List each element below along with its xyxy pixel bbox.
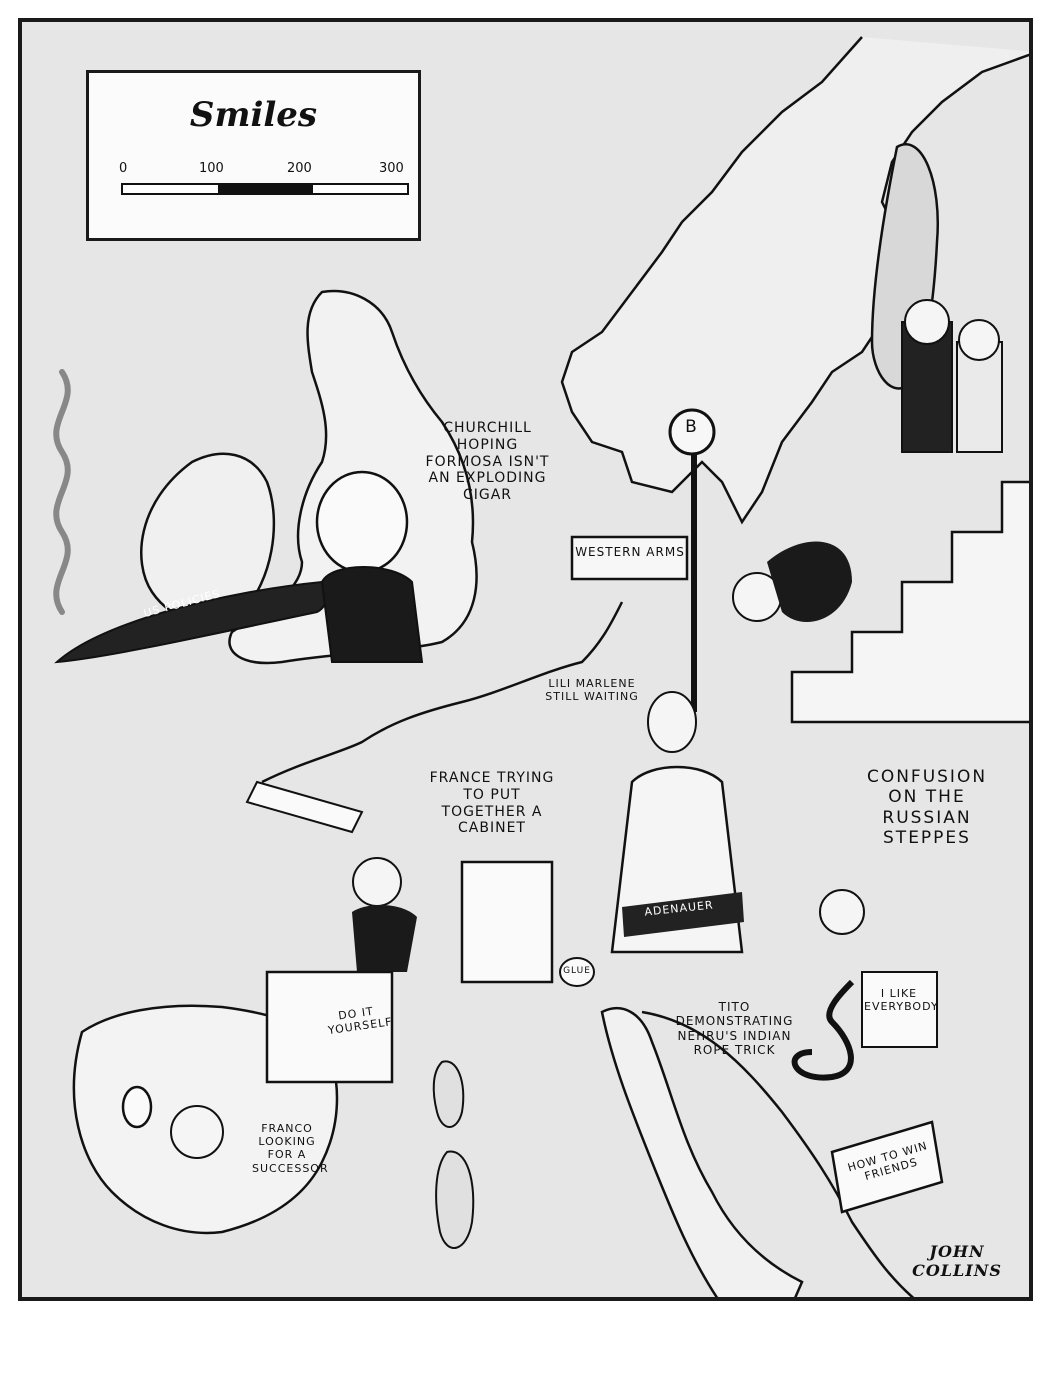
win-friends-book — [830, 1120, 944, 1214]
scale-tick-300: 300 — [379, 161, 404, 176]
scale-title: Smiles — [189, 95, 318, 135]
western-arms-label: Western Arms — [575, 545, 685, 559]
continent-coast — [261, 601, 624, 784]
scale-bar — [121, 183, 409, 195]
caption-franco: Franco looking for a successor — [252, 1122, 329, 1175]
rope-coil — [791, 979, 855, 1081]
churchill-body — [320, 566, 424, 663]
western-arms-sign — [570, 535, 689, 581]
marianne-body — [352, 905, 417, 972]
do-it-yourself-book — [265, 970, 394, 1084]
falling-man-body — [767, 541, 852, 622]
i-like-everybody-label: I like everybody — [864, 987, 939, 1014]
saw-icon — [245, 780, 364, 834]
i-like-sign — [861, 971, 938, 1048]
adenauer-sash — [622, 892, 744, 937]
scale-tick-100: 100 — [199, 161, 224, 176]
franco-head — [170, 1105, 224, 1159]
lili-head — [647, 691, 697, 753]
sardinia-outline — [435, 1150, 475, 1249]
caption-russian-steppes: Confusion on the Russian steppes — [866, 767, 988, 849]
soviet-leader-2-head — [958, 319, 1000, 361]
glue-label: Glue — [563, 966, 591, 976]
soviet-leader-1-head — [904, 299, 950, 345]
corsica-outline — [432, 1060, 465, 1128]
caption-france: France trying to put together a cabinet — [429, 770, 555, 837]
scale-tick-0: 0 — [119, 161, 128, 176]
glue-pot — [559, 957, 595, 987]
artist-signature: John Collins — [912, 1242, 1002, 1281]
tito-head — [819, 889, 865, 935]
cartoon-frame: Smiles 0 100 200 300 Churchill hoping Fo… — [18, 18, 1033, 1301]
scale-tick-200: 200 — [287, 161, 312, 176]
lamp-letter: B — [685, 417, 699, 437]
caption-lili-marlene: Lili Marlene still waiting — [545, 677, 639, 704]
marianne-head — [352, 857, 402, 907]
russian-stairs — [790, 480, 1029, 724]
cabinet-furniture — [460, 860, 554, 984]
caption-tito: Tito demonstrating Nehru's Indian rope t… — [675, 1000, 794, 1058]
balkans-coast — [641, 1010, 915, 1297]
caption-churchill: Churchill hoping Formosa isn't an explod… — [425, 420, 550, 504]
soviet-leader-2 — [956, 341, 1003, 453]
churchill-head — [315, 470, 409, 574]
mirror-icon — [121, 1085, 153, 1129]
map-scale-legend: Smiles 0 100 200 300 — [86, 70, 421, 241]
italy-outline — [600, 1007, 804, 1297]
cigar-smoke — [53, 369, 71, 615]
europe-map-drawing — [22, 22, 1029, 1297]
